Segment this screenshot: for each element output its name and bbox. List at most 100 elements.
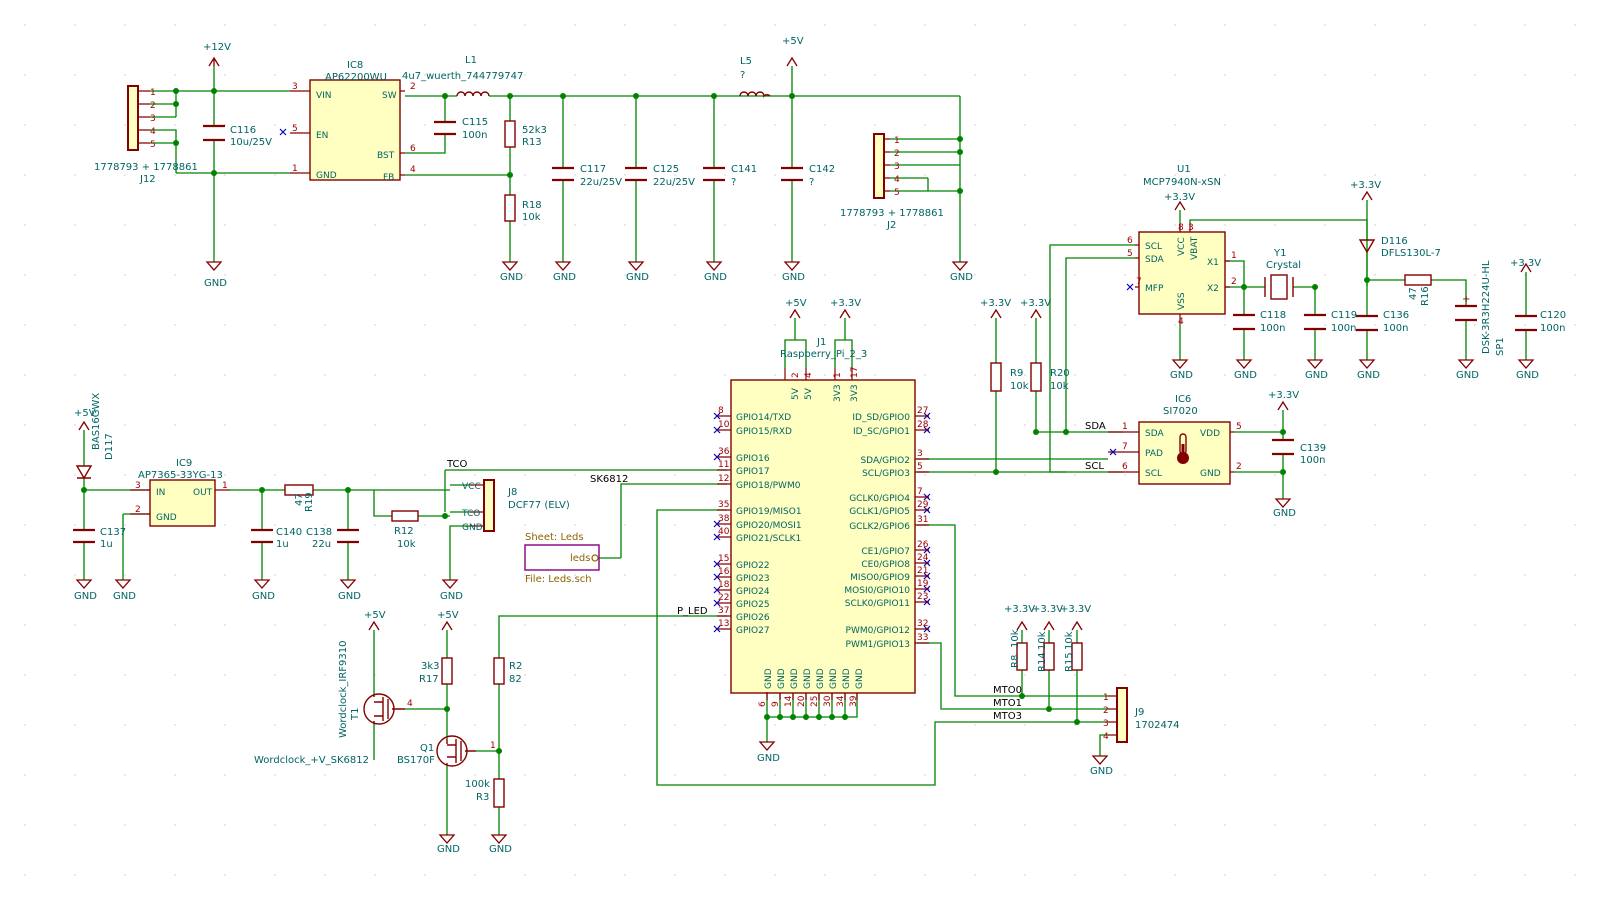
rpi-left-num-8: 15 [718, 554, 729, 564]
rpi-right-num-9: 21 [917, 566, 928, 576]
rpi-top-pin-1: 5V [804, 387, 814, 400]
r12-ref: R12 [394, 526, 414, 537]
rpi-left-num-13: 13 [718, 619, 729, 629]
rpi-right-num-7: 26 [917, 540, 929, 550]
rpi-right-pin-10: MOSI0/GPIO10 [844, 586, 910, 596]
rpi-top-num-2: 1 [833, 372, 843, 378]
gnd-symbols [75, 261, 1535, 844]
u1-pinnum-5: 5 [1127, 249, 1133, 259]
ic8-pinnum-5: 5 [292, 124, 298, 134]
rpi-gnd-label-0: GND [764, 668, 774, 689]
pwr-label-3v3-r20: +3.3V [1020, 298, 1051, 309]
r13-value: 52k3 [522, 125, 547, 136]
u1-pinnum-8: 8 [1178, 223, 1184, 233]
c117-value: 22u/25V [580, 177, 622, 188]
c118-ref: C118 [1260, 310, 1286, 321]
rpi-right-pin-4: GCLK0/GPIO4 [849, 494, 910, 504]
ic6-pin-vdd: VDD [1200, 429, 1220, 439]
d117-symbol [75, 465, 93, 480]
j9-pin-4: 4 [1103, 732, 1109, 742]
c136-ref: C136 [1383, 310, 1409, 321]
rpi-left-num-5: 35 [718, 500, 729, 510]
d116-value: DFLS130L-7 [1381, 248, 1441, 259]
rpi-top-pin-3: 3V3 [850, 384, 860, 402]
pwr-label-3v3-r14: +3.3V [1032, 604, 1063, 615]
ic6-pin-scl: SCL [1145, 469, 1162, 479]
rpi-left-pin-0: GPIO14/TXD [736, 413, 791, 423]
net-sk6812: SK6812 [590, 474, 628, 485]
j9-body [1116, 687, 1128, 743]
r15-value: 10k [1064, 631, 1075, 650]
j2-body [873, 133, 885, 199]
rpi-right-num-4: 7 [917, 487, 923, 497]
c142-value: ? [809, 177, 814, 188]
j2-value: 1778793 + 1778861 [840, 208, 944, 219]
c116-value: 10u/25V [230, 137, 272, 148]
sp1-plus: + [1462, 294, 1470, 305]
junctions [81, 88, 1370, 754]
u1-pin-sda: SDA [1145, 255, 1164, 265]
rpi-gnd-num-3: 20 [797, 695, 807, 707]
ic8: IC8 AP62200WU VIN EN GND SW BST FB 3 5 1… [292, 60, 416, 183]
transistors [363, 693, 476, 767]
c119-value: 100n [1331, 323, 1356, 334]
leds-sheet-box[interactable] [524, 544, 600, 571]
c125-ref: C125 [653, 164, 679, 175]
u1-pin-scl: SCL [1145, 242, 1162, 252]
gnd-label-4: GND [626, 272, 649, 283]
d117-value: BAS16GWX [91, 393, 102, 450]
gnd-label-20: GND [1516, 370, 1539, 381]
rpi-left-pin-10: GPIO24 [736, 587, 770, 597]
j8-pin-gnd: GND [462, 523, 483, 533]
j12-pin-2: 2 [150, 101, 156, 111]
ic8-pinnum-2: 2 [410, 82, 416, 92]
l5-value: ? [740, 70, 745, 81]
ic8-pin-vin: VIN [316, 91, 332, 101]
rpi-right-num-11: 23 [917, 592, 928, 602]
q1-ref: Q1 [420, 743, 434, 754]
rpi-left-pin-8: GPIO22 [736, 561, 770, 571]
rpi-left-pin-9: GPIO23 [736, 574, 770, 584]
rpi-right-num-12: 32 [917, 619, 928, 629]
rpi-left-pin-4: GPIO18/PWM0 [736, 481, 801, 491]
rpi-right-pin-3: SCL/GPIO3 [862, 469, 910, 479]
r20-value: 10k [1050, 381, 1069, 392]
j2-ref: J2 [886, 220, 896, 231]
l1-ref: L1 [465, 55, 477, 66]
l5-ref: L5 [740, 56, 752, 67]
rpi-top-num-0: 2 [791, 372, 801, 378]
c141-value: ? [731, 177, 736, 188]
c136-value: 100n [1383, 323, 1408, 334]
ic-bodies [149, 79, 1231, 694]
u1-pin-vcc: VCC [1177, 237, 1187, 256]
pwr-label-3v3-rpi: +3.3V [830, 298, 861, 309]
y1-value: Crystal [1266, 260, 1301, 271]
pwr-label-3v3-d116: +3.3V [1350, 180, 1381, 191]
j9-value: 1702474 [1135, 720, 1180, 731]
rpi-right-num-10: 19 [917, 579, 929, 589]
gnd-label-3: GND [553, 272, 576, 283]
u1-pinnum-2: 2 [1231, 277, 1237, 287]
rpi-left-num-11: 22 [718, 593, 729, 603]
ic8-ref: IC8 [347, 60, 363, 71]
j12-pin-3: 3 [150, 114, 156, 124]
rpi-right-num-3: 5 [917, 462, 923, 472]
ic9-body [149, 479, 216, 527]
r9-ref: R9 [1010, 368, 1023, 379]
j8-pin-vcc: VCC [462, 482, 481, 492]
pwr-label-5v-ldo: +5V [74, 408, 96, 419]
ic8-pin-fb: FB [383, 173, 394, 183]
pwr-label-5v-r17: +5V [437, 610, 459, 621]
j12-pin-1: 1 [150, 88, 156, 98]
net-scl: SCL [1085, 461, 1104, 472]
connector-j2: 1 2 3 4 5 1778793 + 1778861 J2 [840, 136, 944, 231]
ic8-value: AP62200WU [325, 72, 387, 83]
r19-ref: R19 [304, 492, 315, 512]
rpi-top-pin-0: 5V [791, 387, 801, 400]
pwr-label-3v3-ic6: +3.3V [1268, 390, 1299, 401]
rpi-gnd-label-3: GND [803, 668, 813, 689]
rpi-left-num-0: 8 [718, 406, 724, 416]
j8-pin-tco: TCO [461, 509, 480, 519]
ic6-pinnum-1: 1 [1122, 422, 1128, 432]
rpi-left-pin-6: GPIO20/MOSI1 [736, 521, 802, 531]
